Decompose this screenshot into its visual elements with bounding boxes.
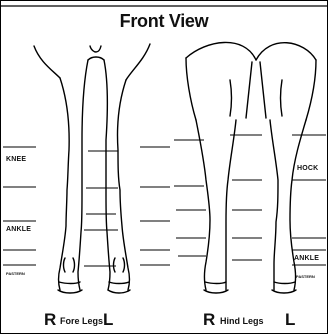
hind-left-thigh <box>186 58 196 120</box>
hind-left-letter: L <box>285 311 295 328</box>
page-title: Front View <box>0 12 328 30</box>
hind-tail-line-2 <box>260 62 266 118</box>
hock-label: HOCK <box>297 165 318 172</box>
hind-right-letter: R <box>203 311 215 328</box>
fore-l-inner <box>104 60 110 290</box>
fore-r-pastern-mark2 <box>73 258 75 272</box>
hind-left-buttock <box>186 42 256 60</box>
hind-r-hoof-base <box>204 290 228 293</box>
hind-gaskin-mark-r <box>281 80 283 116</box>
fore-r-hoof-base <box>58 290 82 293</box>
hind-r-outer <box>196 120 210 290</box>
hind-tail-line-1 <box>246 62 252 118</box>
hind-legs-caption: Hind Legs <box>220 317 264 326</box>
ankle-label-right: ANKLE <box>294 255 319 262</box>
fore-legs-caption: Fore Legs <box>60 317 103 326</box>
hind-right-buttock <box>256 43 316 60</box>
fore-arch <box>88 57 104 60</box>
hind-gaskin-mark-l <box>230 80 232 116</box>
hind-r-inner <box>226 120 236 290</box>
fore-left-shoulder <box>34 46 60 78</box>
hind-r-coronet <box>205 282 226 284</box>
fore-l-pastern-mark <box>114 258 116 272</box>
hind-right-thigh <box>306 60 316 120</box>
fore-right-shoulder <box>126 44 150 80</box>
fore-r-outer <box>59 78 70 290</box>
pastern-label-left: PASTERN <box>6 272 25 276</box>
fore-legs <box>34 44 150 293</box>
fore-chest-notch <box>90 46 101 52</box>
hind-l-hoof-base <box>272 290 296 293</box>
ankle-label-left: ANKLE <box>6 226 31 233</box>
fore-l-coronet <box>109 282 129 284</box>
fore-l-hoof-base <box>108 290 130 293</box>
pastern-label-right: PASTERN <box>296 275 315 279</box>
knee-label: KNEE <box>6 156 26 163</box>
fore-right-letter: R <box>44 311 56 328</box>
fore-r-inner <box>78 60 88 290</box>
fore-r-pastern-mark <box>64 258 66 272</box>
hind-l-coronet <box>274 282 295 284</box>
fore-l-pastern-mark2 <box>123 258 125 272</box>
hind-l-inner <box>270 120 278 290</box>
fore-r-coronet <box>59 282 80 284</box>
fore-left-letter: L <box>103 311 113 328</box>
